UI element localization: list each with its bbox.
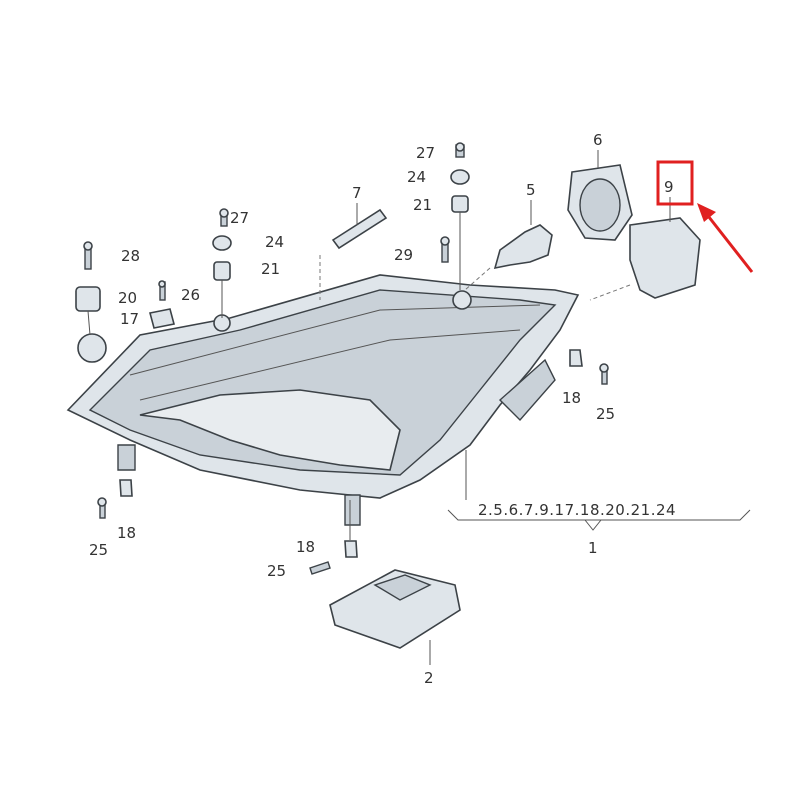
part-labels: 27 24 21 7 5 6 9 27 24 21 28 29 20 26 17… bbox=[89, 131, 676, 687]
small-parts bbox=[75, 142, 701, 649]
label-1: 1 bbox=[588, 539, 598, 557]
label-17: 17 bbox=[120, 310, 139, 328]
label-20: 20 bbox=[118, 289, 137, 307]
label-25: 25 bbox=[267, 562, 286, 580]
label-21: 21 bbox=[413, 196, 432, 214]
label-27: 27 bbox=[416, 144, 435, 162]
label-27: 27 bbox=[230, 209, 249, 227]
label-24: 24 bbox=[265, 233, 284, 251]
label-21: 21 bbox=[261, 260, 280, 278]
label-18: 18 bbox=[117, 524, 136, 542]
label-5: 5 bbox=[526, 181, 536, 199]
label-2: 2 bbox=[424, 669, 434, 687]
leader-lines bbox=[87, 150, 751, 665]
label-9: 9 bbox=[664, 178, 674, 196]
assembly-contents: 2.5.6.7.9.17.18.20.21.24 bbox=[478, 501, 676, 519]
label-24: 24 bbox=[407, 168, 426, 186]
label-26: 26 bbox=[181, 286, 200, 304]
highlight-annotation bbox=[656, 160, 754, 273]
headlight-housing bbox=[66, 274, 580, 526]
label-6: 6 bbox=[593, 131, 603, 149]
red-arrow-icon bbox=[703, 211, 754, 273]
arrow-head-icon bbox=[697, 203, 716, 222]
label-25: 25 bbox=[596, 405, 615, 423]
label-7: 7 bbox=[352, 184, 362, 202]
label-18: 18 bbox=[562, 389, 581, 407]
label-25: 25 bbox=[89, 541, 108, 559]
label-28: 28 bbox=[121, 247, 140, 265]
highlight-box bbox=[656, 160, 694, 206]
label-18: 18 bbox=[296, 538, 315, 556]
label-29: 29 bbox=[394, 246, 413, 264]
